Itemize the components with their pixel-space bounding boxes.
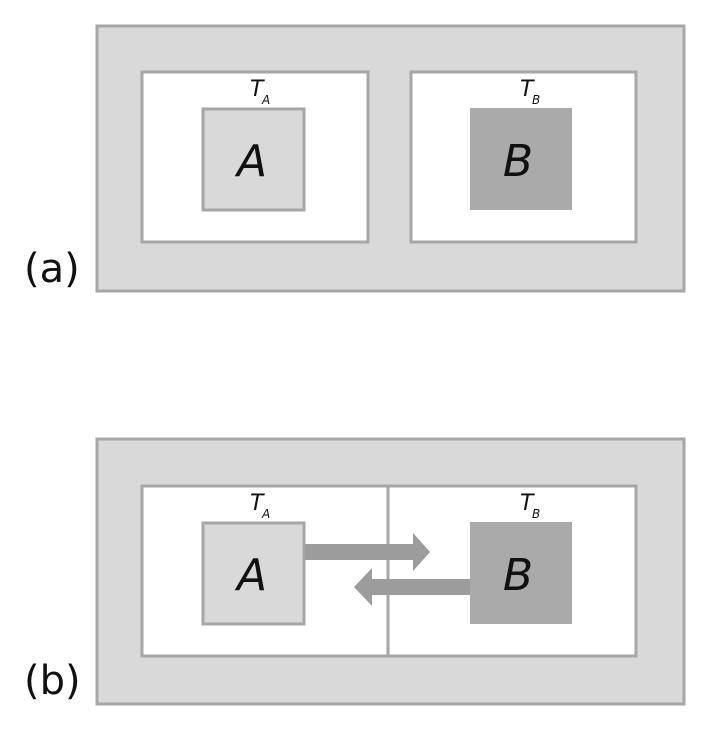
- panel-a-body-b: [470, 108, 572, 210]
- panel-a-right-temp-label: T: [520, 77, 535, 102]
- panel-b-body-a-label: A: [234, 550, 267, 601]
- panel-b-left-temp-label: T: [250, 491, 265, 516]
- panel-a-label: (a): [24, 246, 80, 292]
- panel-b-label: (b): [24, 658, 81, 704]
- panel-a-body-b-label: B: [503, 136, 533, 187]
- arrow-a-to-b: [305, 533, 430, 571]
- panel-b-body-b: [470, 522, 572, 624]
- panel-b-right-temp-subscript: B: [532, 507, 540, 521]
- panel-a-body-a-label: A: [234, 136, 267, 187]
- arrow-b-to-a: [354, 568, 470, 606]
- panel-a-left-temp-label: T: [250, 77, 265, 102]
- panel-a: T A T B A B (a): [24, 24, 686, 293]
- panel-b-body-b-label: B: [503, 550, 533, 601]
- panel-a-body-a: [201, 107, 306, 212]
- panel-a-right-temp-subscript: B: [532, 93, 540, 107]
- panel-a-left-temp-subscript: A: [261, 93, 270, 107]
- panel-b: T A T B A B (b): [24, 437, 686, 706]
- panel-b-left-temp-subscript: A: [261, 507, 270, 521]
- panel-b-body-a: [201, 521, 306, 626]
- panel-b-right-temp-label: T: [520, 491, 535, 516]
